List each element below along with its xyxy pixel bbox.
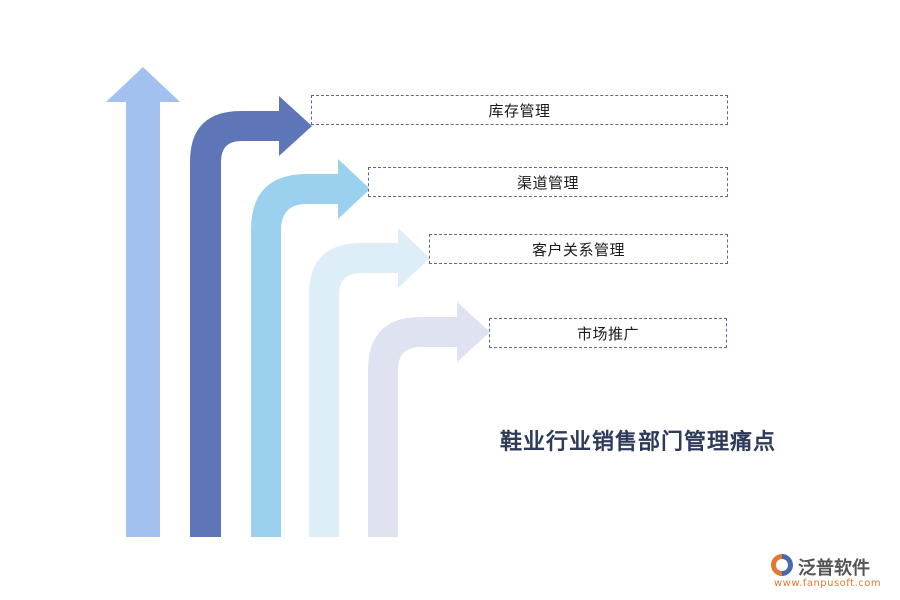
- diagram-title: 鞋业行业销售部门管理痛点: [500, 429, 777, 455]
- bent-arrow-4: [368, 302, 490, 537]
- label-channel: 渠道管理: [516, 173, 579, 192]
- logo-url: www.fanpusoft.com: [774, 578, 882, 589]
- bent-arrow-2: [251, 159, 370, 537]
- label-box-channel: 渠道管理: [368, 167, 728, 197]
- label-inventory: 库存管理: [488, 101, 551, 120]
- up-arrow: [106, 67, 180, 537]
- logo-icon: [771, 554, 793, 576]
- label-box-marketing: 市场推广: [489, 318, 727, 348]
- logo-name: 泛普软件: [798, 558, 870, 579]
- company-logo: 泛普软件 www.fanpusoft.com: [768, 552, 892, 592]
- label-box-inventory: 库存管理: [311, 95, 728, 125]
- bent-arrow-1: [190, 96, 312, 537]
- label-crm: 客户关系管理: [531, 240, 625, 259]
- label-marketing: 市场推广: [576, 324, 639, 343]
- label-box-crm: 客户关系管理: [429, 234, 728, 264]
- bent-arrow-3: [309, 228, 430, 537]
